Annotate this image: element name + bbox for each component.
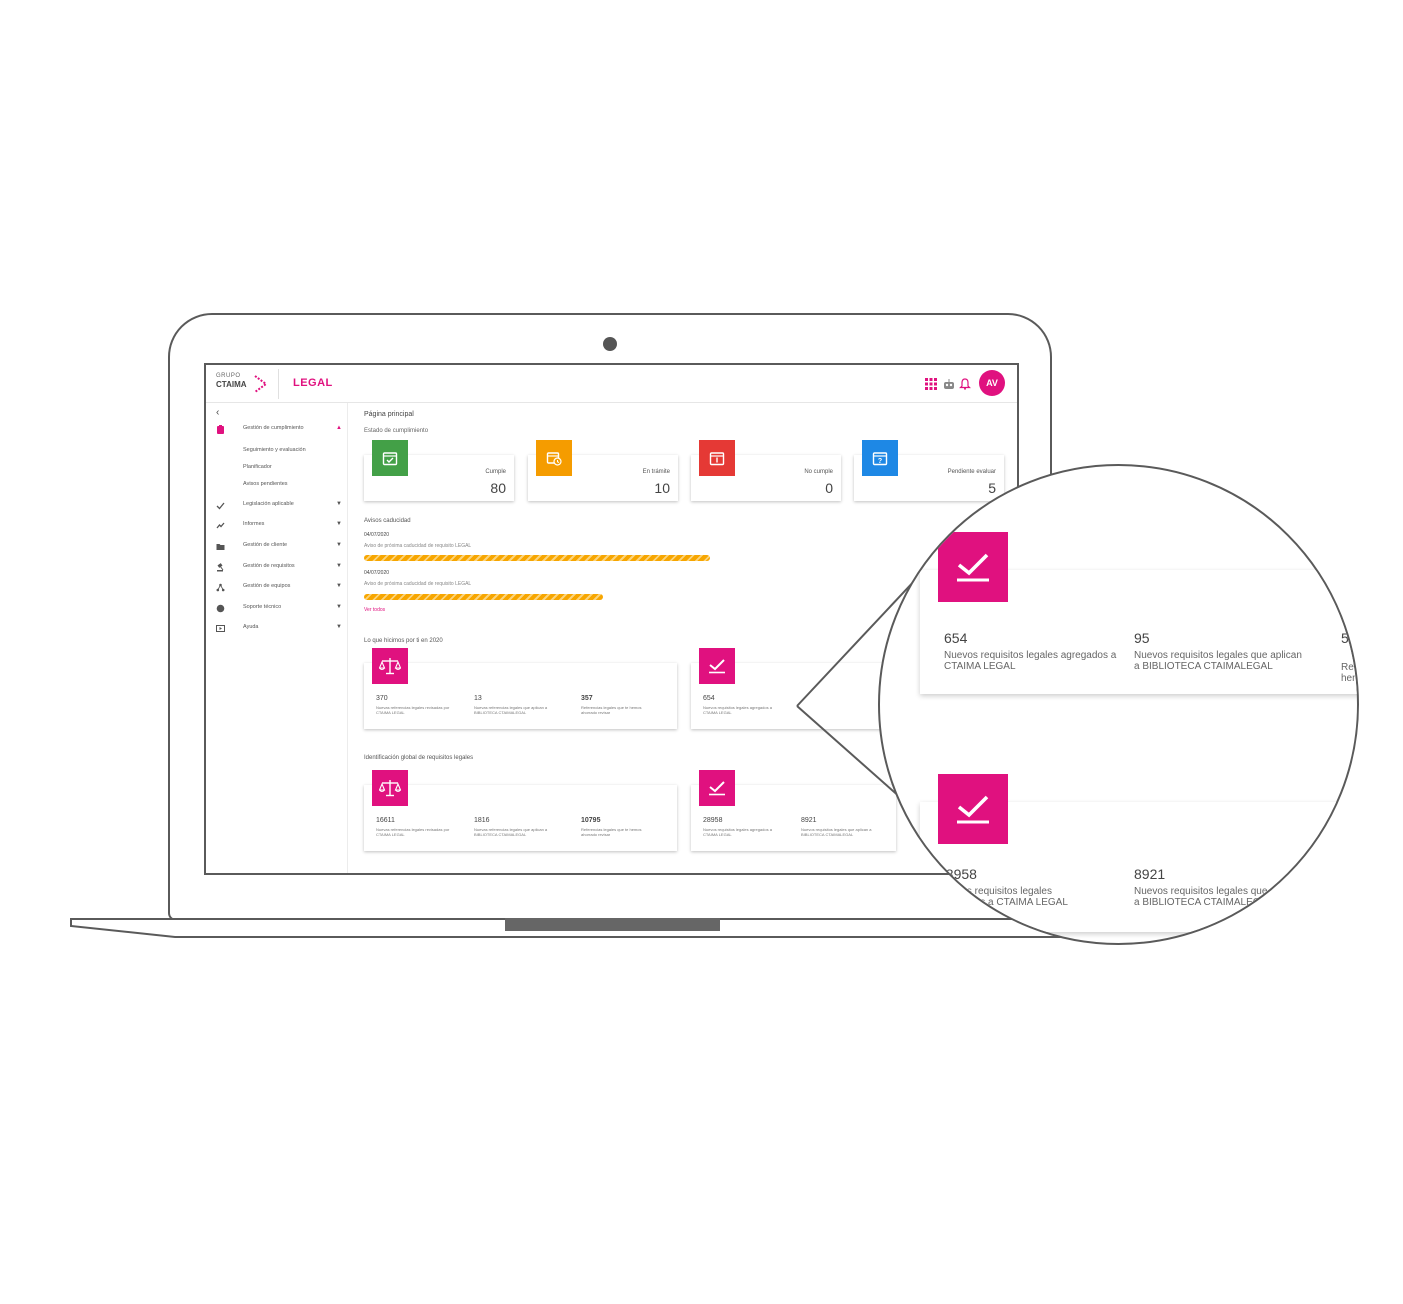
chevron-down-icon: ▼ — [336, 542, 342, 548]
card-global-references: 16611 Nuevas referencias legales revisad… — [364, 770, 677, 851]
stat-value: 10 — [654, 480, 670, 496]
sidebar-item-legislacion[interactable]: Legislación aplicable ▼ — [206, 499, 348, 513]
expiry-title: Avisos caducidad — [364, 518, 411, 524]
section-global-title: Identificación global de requisitos lega… — [364, 755, 474, 761]
check-underline-icon — [938, 774, 1008, 844]
section-2020-title: Lo que hicimos por ti en 2020 — [364, 638, 443, 644]
scales-icon — [372, 770, 408, 806]
page-title: Página principal — [364, 411, 414, 418]
notice-date: 04/07/2020 — [364, 532, 390, 538]
app-title: LEGAL — [293, 377, 333, 389]
folder-icon — [216, 544, 225, 550]
chevron-down-icon: ▼ — [336, 604, 342, 610]
sidebar-subitem-seguimiento[interactable]: Seguimiento y evaluación — [243, 447, 306, 453]
circle-icon — [216, 604, 225, 613]
bell-icon[interactable] — [959, 378, 971, 390]
sidebar: ‹ Gestión de cumplimiento ▲ Seguimiento … — [206, 403, 348, 873]
stat-card-no-cumple[interactable]: No cumple 0 — [691, 440, 841, 501]
svg-text:?: ? — [878, 458, 882, 465]
stat-value: 5 — [988, 480, 996, 496]
check-underline-icon — [938, 532, 1008, 602]
apps-grid-icon[interactable] — [925, 378, 937, 390]
sidebar-subitem-avisos[interactable]: Avisos pendientes — [243, 481, 288, 487]
chevron-up-icon: ▲ — [336, 425, 342, 431]
collapse-sidebar-icon[interactable]: ‹ — [216, 407, 220, 418]
company-logo[interactable]: GRUPO CTAIMA — [216, 373, 268, 395]
stat-card-cumple[interactable]: Cumple 80 — [364, 440, 514, 501]
expiry-progress-bar — [364, 594, 603, 600]
network-icon — [216, 583, 225, 592]
sidebar-item-cliente[interactable]: Gestión de cliente ▼ — [206, 540, 348, 554]
expiry-progress-bar — [364, 555, 710, 561]
chevron-down-icon: ▼ — [336, 624, 342, 630]
stat-value: 80 — [490, 480, 506, 496]
robot-icon[interactable] — [943, 378, 955, 390]
card-2020-requirements: 654 Nuevos requisitos legales agregados … — [691, 648, 896, 729]
sidebar-item-soporte[interactable]: Soporte técnico ▼ — [206, 602, 348, 616]
sidebar-item-informes[interactable]: Informes ▼ — [206, 519, 348, 533]
sidebar-item-ayuda[interactable]: Ayuda ▼ — [206, 622, 348, 636]
card-2020-references: 370 Nuevas referencias legales revisadas… — [364, 648, 677, 729]
scales-icon — [372, 648, 408, 684]
calendar-alert-icon — [699, 440, 735, 476]
stat-card-pendiente[interactable]: ? Pendiente evaluar 5 — [854, 440, 1004, 501]
check-icon — [216, 502, 225, 510]
calendar-clock-icon — [536, 440, 572, 476]
section-status-title: Estado de cumplimiento — [364, 428, 429, 434]
calendar-check-icon — [372, 440, 408, 476]
chevron-down-icon: ▼ — [336, 521, 342, 527]
check-underline-icon — [699, 770, 735, 806]
play-icon — [216, 625, 225, 632]
sidebar-item-requisitos[interactable]: Gestión de requisitos ▼ — [206, 561, 348, 575]
card-global-requirements: 28958 Nuevos requisitos legales agregado… — [691, 770, 896, 851]
calendar-question-icon: ? — [862, 440, 898, 476]
brand-divider — [278, 369, 279, 399]
chevron-down-icon: ▼ — [336, 563, 342, 569]
user-avatar[interactable]: AV — [979, 370, 1005, 396]
laptop-hinge — [505, 918, 720, 931]
main-content: Página principal Estado de cumplimiento … — [364, 403, 1017, 873]
top-bar: GRUPO CTAIMA LEGAL AV — [206, 365, 1017, 403]
sidebar-item-gestion-cumplimiento[interactable]: Gestión de cumplimiento ▲ — [206, 423, 348, 437]
see-all-link[interactable]: Ver todos — [364, 607, 386, 613]
notice-date: 04/07/2020 — [364, 570, 390, 576]
sidebar-subitem-planificador[interactable]: Planificador — [243, 464, 272, 470]
chevron-down-icon: ▼ — [336, 583, 342, 589]
sidebar-item-equipos[interactable]: Gestión de equipos ▼ — [206, 581, 348, 595]
gavel-icon — [217, 563, 224, 572]
webcam — [603, 337, 617, 351]
stat-card-en-tramite[interactable]: En trámite 10 — [528, 440, 678, 501]
stat-value: 0 — [825, 480, 833, 496]
chevron-down-icon: ▼ — [336, 501, 342, 507]
zoom-magnifier: 654 Nuevos requisitos legales agregados … — [878, 464, 1359, 945]
check-underline-icon — [699, 648, 735, 684]
notice-text: Aviso de próxima caducidad de requisito … — [364, 543, 472, 549]
trend-icon — [216, 522, 225, 529]
clipboard-icon — [217, 425, 224, 434]
logo-arrow-icon — [254, 375, 268, 393]
notice-text: Aviso de próxima caducidad de requisito … — [364, 581, 472, 587]
